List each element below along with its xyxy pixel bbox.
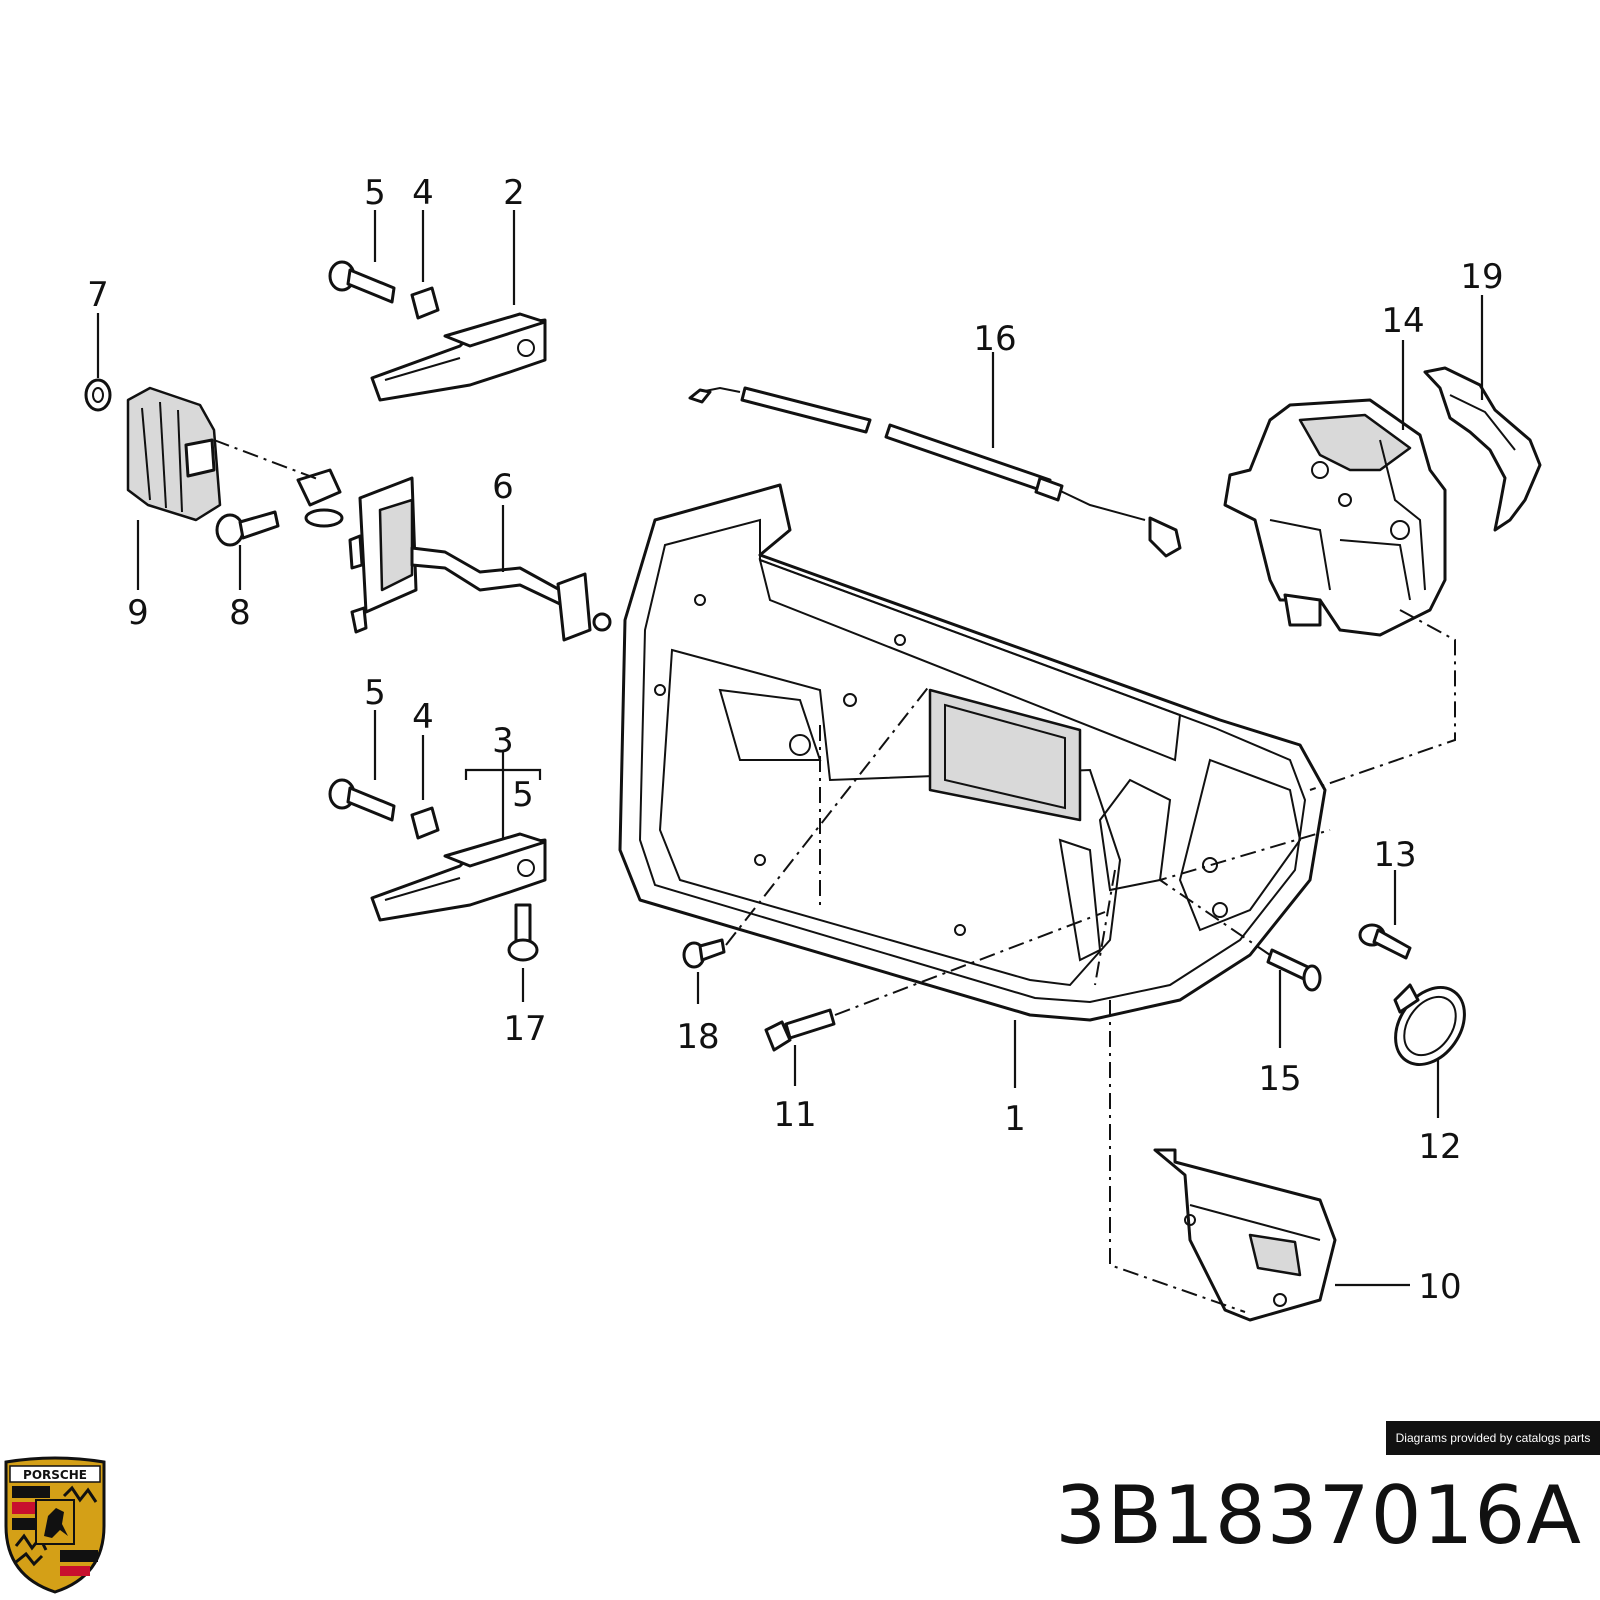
callout-1: 1 [1004,1099,1026,1139]
assembly-lines [213,439,1456,1313]
credit-banner: Diagrams provided by catalogs parts [1386,1421,1600,1455]
callout-5-lower: 5 [512,775,534,815]
screw-part-13 [1358,923,1412,960]
bushing-part-4-lower [410,806,440,840]
door-frame-part [618,483,1327,1022]
hinge-part-2 [370,312,547,402]
leader-lines [96,210,1484,1287]
callout-12: 12 [1418,1127,1461,1167]
callout-13: 13 [1373,835,1416,875]
hinge-part-3 [370,832,547,922]
callout-numbers: 5 4 2 7 6 9 8 5 4 3 5 17 18 11 1 16 14 1… [87,173,1503,1307]
bolt-part-8 [215,510,280,547]
callout-16: 16 [973,319,1016,359]
door-lock-part [1223,398,1447,637]
callout-17: 17 [503,1009,546,1049]
callout-11: 11 [773,1095,816,1135]
callout-4-lower: 4 [412,697,434,737]
callout-8: 8 [229,593,251,633]
bolt-part-5-lower [328,778,396,822]
bolt-part-17 [507,903,539,962]
callout-18: 18 [676,1017,719,1057]
callout-10: 10 [1418,1267,1461,1307]
callout-6: 6 [492,467,514,507]
callout-15: 15 [1258,1059,1301,1099]
bushing-part-4-upper [410,286,440,320]
callout-3: 3 [492,721,514,761]
bolt-part-5-upper [328,260,396,304]
callout-2: 2 [503,173,525,213]
release-cable-part [688,386,1182,558]
lock-cover-part [1423,366,1542,532]
callout-19: 19 [1460,257,1503,297]
nut-part-7 [84,378,112,412]
part-number: 3B1837016A [1055,1469,1582,1562]
callout-9: 9 [127,593,149,633]
callout-7: 7 [87,275,109,315]
svg-text:PORSCHE: PORSCHE [23,1468,87,1482]
bracket-part-10 [1153,1148,1337,1322]
callout-5-upper: 5 [364,173,386,213]
bolt-part-11 [764,1008,836,1052]
screw-part-15 [1266,948,1322,992]
callout-5-middle: 5 [364,673,386,713]
porsche-crest-logo: PORSCHE [4,1456,106,1594]
striker-plate-part-12 [1393,983,1466,1066]
door-check-boot-part [126,386,222,522]
door-check-strap-part [296,468,612,642]
pin-part-18 [682,938,726,969]
callout-14: 14 [1381,301,1424,341]
callout-4-upper: 4 [412,173,434,213]
